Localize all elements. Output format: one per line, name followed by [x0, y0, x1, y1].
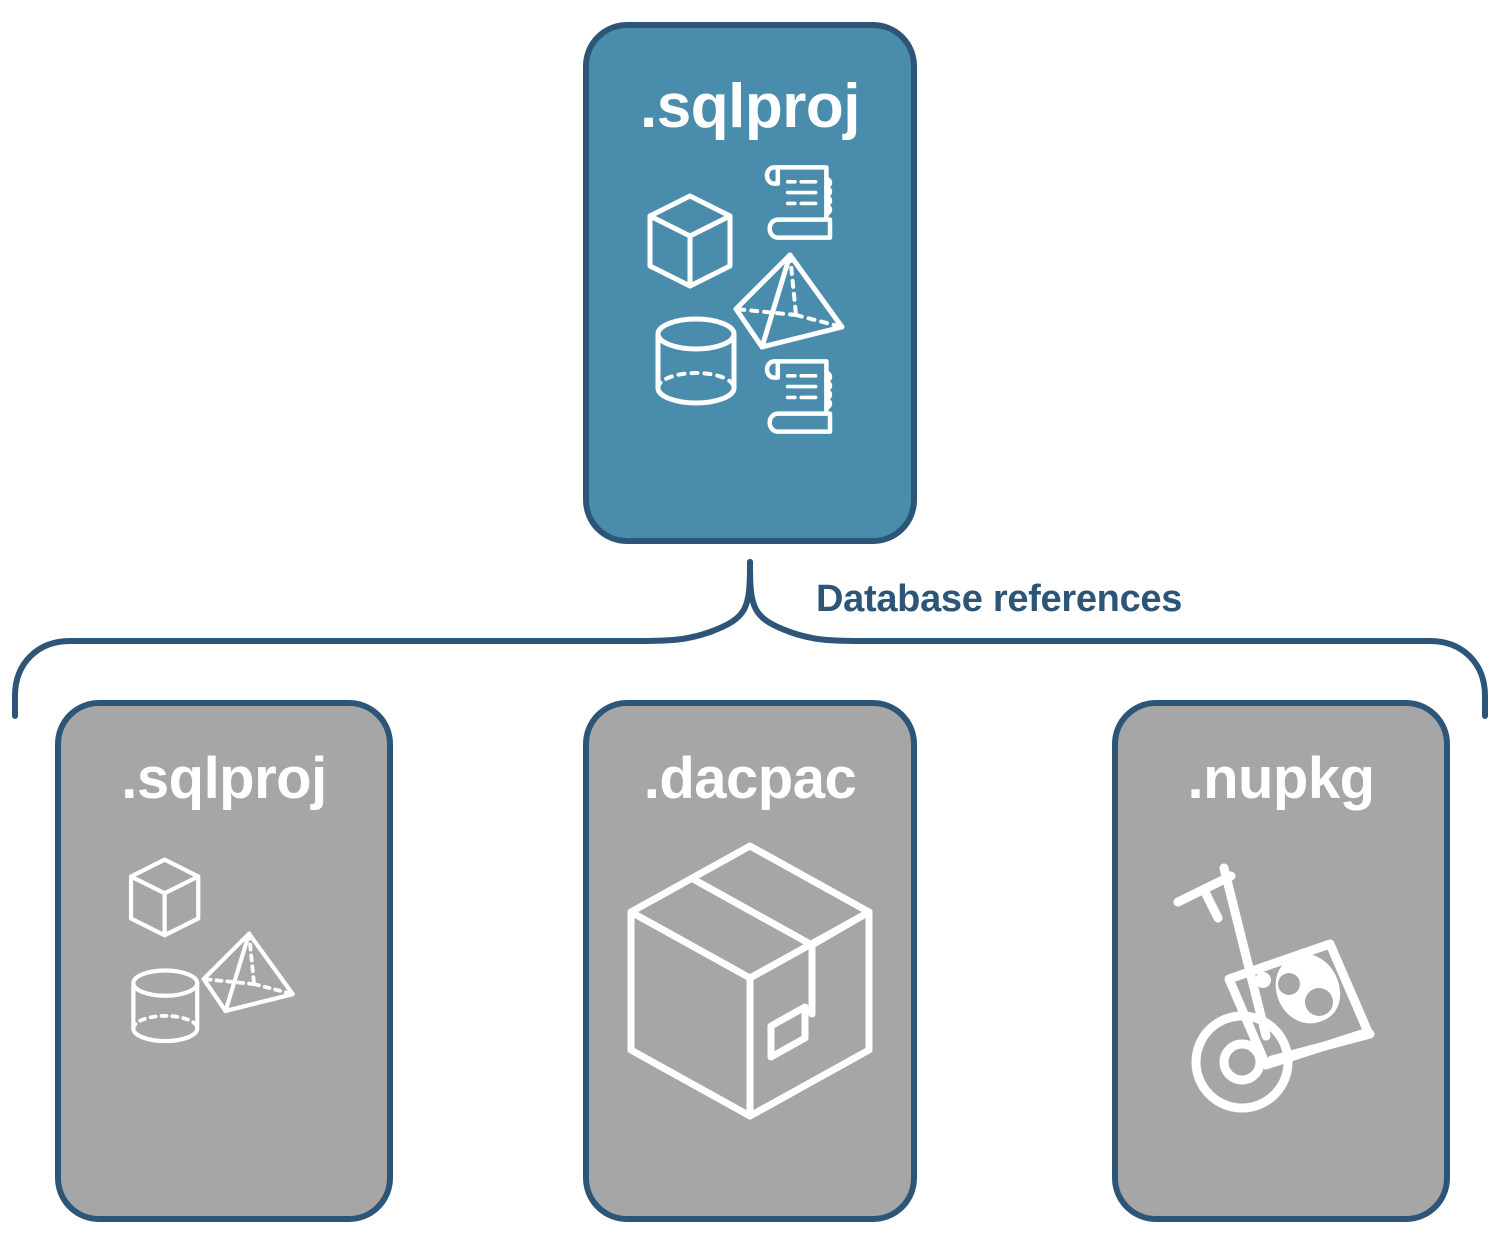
scroll-icon: [764, 359, 833, 434]
card-child-sqlproj-title: .sqlproj: [121, 746, 327, 811]
card-parent-sqlproj[interactable]: .sqlproj: [583, 22, 917, 544]
cube-icon: [647, 193, 733, 289]
handle: [1173, 871, 1236, 923]
card-child-nupkg-title: .nupkg: [1187, 746, 1375, 811]
connector-label-database-references: Database references: [816, 578, 1183, 620]
cube-icon: [128, 857, 201, 938]
nuget-package: [1224, 939, 1373, 1070]
cylinder-icon: [131, 968, 200, 1044]
curly-brace-connector: [0, 548, 1500, 719]
scroll-icon: [764, 165, 833, 240]
card-child-sqlproj[interactable]: .sqlproj: [55, 700, 393, 1222]
card-child-dacpac-title: .dacpac: [643, 746, 857, 811]
pyramid-icon: [733, 252, 845, 350]
card-child-nupkg[interactable]: .nupkg: [1112, 700, 1450, 1222]
shapes-and-scrolls-icon-group: [640, 158, 860, 448]
cylinder-icon: [655, 316, 737, 406]
pyramid-icon: [201, 931, 295, 1014]
shapes-icon-group: [120, 856, 328, 1072]
card-child-dacpac[interactable]: .dacpac: [583, 700, 917, 1222]
hand-truck-nuget-icon: [1156, 860, 1406, 1150]
card-parent-title: .sqlproj: [640, 72, 860, 141]
package-box-icon: [627, 842, 873, 1120]
